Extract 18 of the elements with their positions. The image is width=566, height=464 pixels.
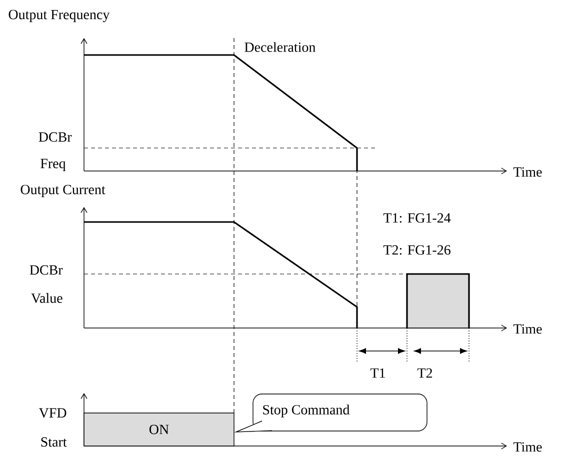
axis-label: Time	[513, 167, 542, 177]
axis-label: T1: FG1-24	[383, 213, 451, 223]
axis-label: Value	[31, 293, 62, 303]
on-bar: ON	[84, 412, 234, 446]
axis-label: Time	[513, 324, 542, 334]
axis-label: Output Frequency	[8, 10, 110, 22]
axis-label: VFD	[38, 408, 66, 418]
axis-label: DCBr	[38, 132, 72, 142]
axis-label: Freq	[40, 158, 66, 172]
axis-label: T2	[417, 368, 432, 378]
axis-label: DCBr	[30, 265, 63, 275]
axis-label: T1	[370, 368, 385, 378]
callout-bubble: Stop Command	[234, 394, 428, 432]
axis-label: Time	[513, 442, 542, 452]
axis-label: Output Current	[20, 184, 106, 198]
axis-label: T2: FG1-26	[383, 245, 450, 255]
axis-label: Start	[41, 437, 67, 447]
axis-label: Deceleration	[244, 42, 316, 52]
